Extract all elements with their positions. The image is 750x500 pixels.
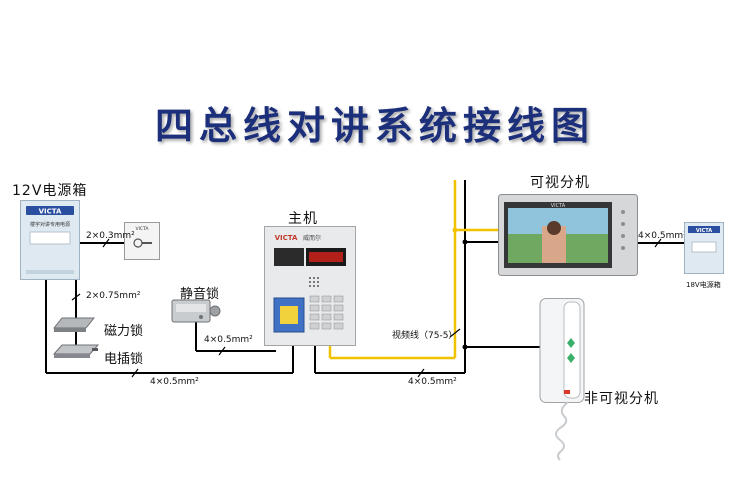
monitor-brand: VICTA <box>551 203 566 209</box>
power-18v-label: 18V电源箱 <box>686 281 721 289</box>
elec-lock-label: 电插锁 <box>104 352 144 367</box>
video-cable-label: 视频线（75-5） <box>392 331 458 341</box>
psu18-brand: VICTA <box>696 228 712 234</box>
nonvideo-unit-label: 非可视分机 <box>584 391 659 407</box>
elec-lock-image <box>52 344 100 358</box>
wire-spec-lock: 4×0.5mm² <box>204 335 253 345</box>
psu-caption: 楼宇对讲专用电源 <box>30 221 70 228</box>
mag-lock-label: 磁力锁 <box>104 324 144 339</box>
wire-spec-2x075: 2×0.75mm² <box>86 291 141 301</box>
silent-lock-label: 静音锁 <box>180 287 220 302</box>
power-18v-box: VICTA <box>684 222 724 274</box>
button-brand: VICTA <box>135 226 149 232</box>
power-12v-label: 12V电源箱 <box>12 183 88 199</box>
diagram-title: 四总线对讲系统接线图 <box>154 103 595 148</box>
main-unit-panel: VICTA 威而尔 <box>264 226 356 346</box>
nonvideo-handset <box>539 298 585 461</box>
silent-lock-image <box>171 299 221 323</box>
main-unit-label: 主机 <box>288 211 318 227</box>
exit-button: VICTA <box>124 222 160 260</box>
video-monitor: VICTA <box>498 194 638 276</box>
psu-brand: VICTA <box>39 208 62 216</box>
mag-lock-image <box>52 317 96 332</box>
panel-brand: VICTA <box>275 234 298 242</box>
panel-brand-cn: 威而尔 <box>303 234 321 242</box>
wire-spec-bottom-mid: 4×0.5mm² <box>408 377 457 387</box>
wire-spec-bottom-left: 4×0.5mm² <box>150 377 199 387</box>
wire-spec-right: 4×0.5mm² <box>638 231 687 241</box>
power-12v-box: VICTA 楼宇对讲专用电源 <box>20 200 80 280</box>
wire-spec-2x03: 2×0.3mm² <box>86 231 135 241</box>
video-unit-label: 可视分机 <box>530 175 590 191</box>
